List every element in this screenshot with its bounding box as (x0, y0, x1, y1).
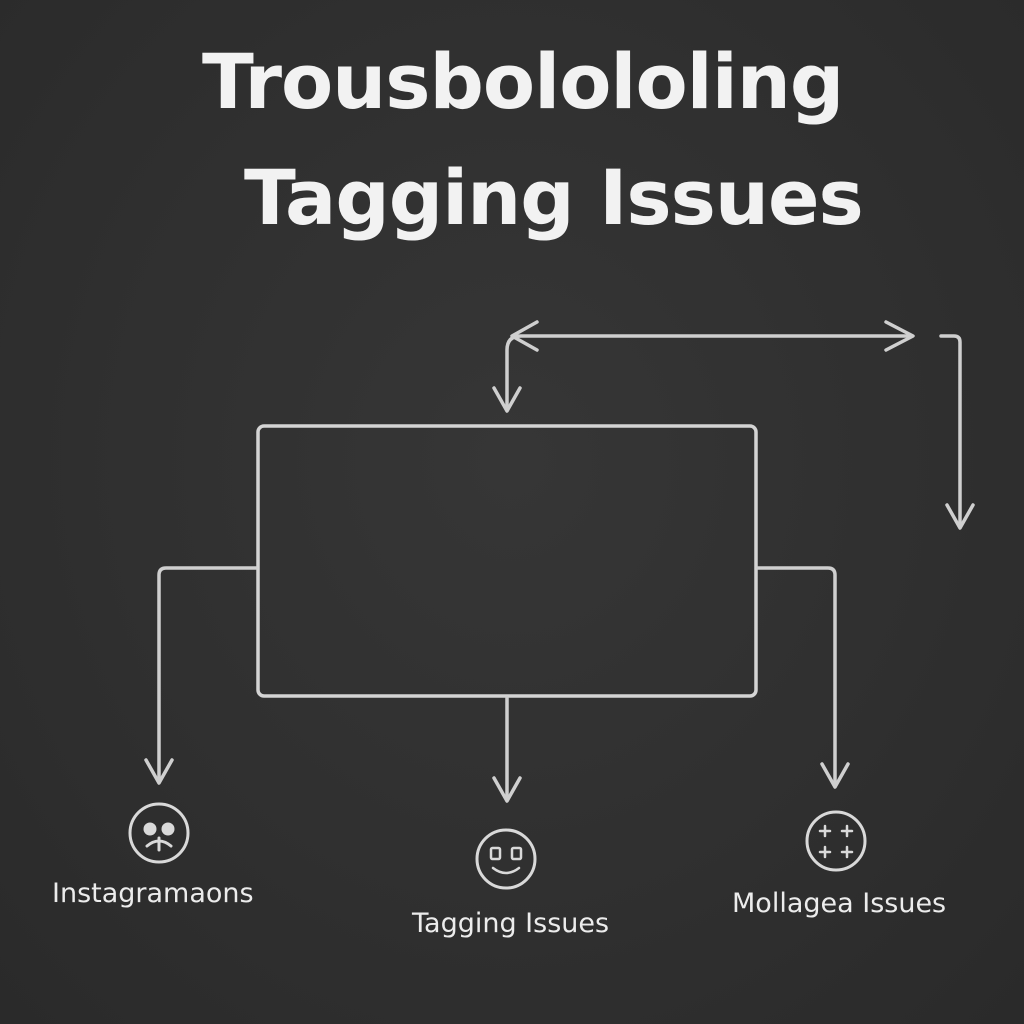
node-label-left: Instagramaons (52, 878, 254, 909)
right-branch-arrow (756, 566, 850, 789)
sad-face-icon (128, 802, 190, 864)
plus-cluster-icon (805, 810, 867, 872)
page-title-line-1: Trousbolololing (202, 37, 844, 126)
center-branch-arrow (492, 696, 522, 803)
left-branch-arrow (144, 566, 258, 785)
page-title-line-2: Tagging Issues (244, 153, 864, 242)
central-box (256, 424, 758, 698)
top-connector-arrow (492, 320, 915, 413)
node-label-center: Tagging Issues (412, 908, 610, 939)
node-label-right: Mollagea Issues (732, 888, 947, 919)
smile-face-icon (475, 828, 537, 890)
right-down-arrow (939, 334, 975, 530)
